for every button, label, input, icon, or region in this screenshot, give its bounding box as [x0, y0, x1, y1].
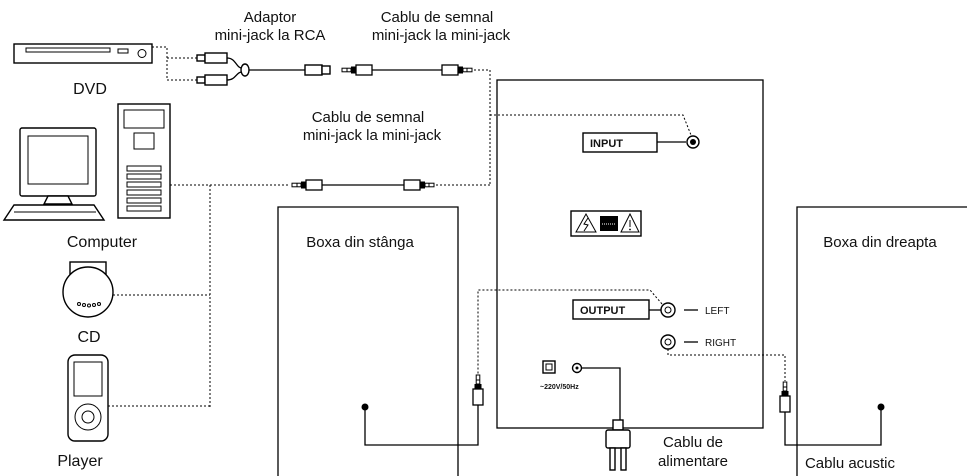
input-jack-icon: [686, 135, 700, 149]
left-speaker: [277, 206, 459, 476]
speaker-cable-label: Cablu acustic: [805, 455, 896, 472]
cd-player-icon: [62, 261, 114, 318]
media-player-icon: [67, 354, 109, 442]
adaptor-title: Adaptor: [244, 9, 297, 26]
cd-label: CD: [77, 329, 100, 346]
middle-cable-plug-right: [403, 179, 435, 191]
input-route-wire: [474, 69, 692, 185]
rca-plug-top: [196, 52, 228, 64]
top-signal-cable: [341, 64, 473, 76]
subwoofer-unit: INPUT OUTPUT LEFT: [496, 79, 764, 429]
voltage-label: ~220V/50Hz: [540, 384, 579, 391]
top-cable-title: Cablu de semnal: [381, 9, 494, 26]
dvd-wire: [152, 46, 197, 81]
dvd-player-icon: [13, 43, 153, 64]
middle-signal-cable: [291, 179, 435, 191]
middle-cable-title: Cablu de semnal: [312, 109, 425, 126]
computer-label: Computer: [67, 234, 138, 251]
left-speaker-label: Boxa din stânga: [306, 234, 414, 251]
power-socket-icon: [571, 362, 583, 374]
power-cable: [581, 367, 631, 471]
right-speaker-cable: [667, 349, 882, 446]
output-label: OUTPUT: [580, 305, 626, 317]
source-bus-wire: [108, 184, 290, 408]
middle-cable-subtitle: mini-jack la mini-jack: [303, 127, 442, 144]
middle-cable-plug-left: [291, 179, 323, 191]
right-speaker: [796, 206, 967, 476]
top-cable-plug-left: [341, 64, 373, 76]
output-right-jack-icon: [660, 334, 676, 350]
power-cable-label-line1: Cablu de: [663, 434, 723, 451]
pc-tower-icon: [117, 103, 171, 219]
input-label: INPUT: [590, 138, 623, 150]
output-left-label: LEFT: [705, 306, 729, 317]
adaptor-subtitle: mini-jack la RCA: [215, 27, 326, 44]
power-plug-icon: [605, 419, 631, 471]
monitor-icon: [19, 127, 97, 205]
computer-icon: [2, 103, 171, 221]
right-speaker-plug: [779, 381, 791, 413]
top-cable-subtitle: mini-jack la mini-jack: [372, 27, 511, 44]
left-speaker-terminal: [361, 403, 369, 411]
left-speaker-plug: [472, 374, 484, 406]
adaptor-jack-socket: [304, 64, 331, 76]
top-cable-plug-right: [441, 64, 473, 76]
rca-adaptor: [196, 52, 331, 86]
dvd-label: DVD: [73, 81, 107, 98]
warning-label-icon: [570, 210, 642, 237]
power-cable-label-line2: alimentare: [658, 453, 728, 470]
output-right-label: RIGHT: [705, 338, 736, 349]
keyboard-icon: [2, 204, 106, 221]
left-speaker-cable: [364, 289, 663, 446]
power-switch-icon: [542, 360, 556, 374]
right-speaker-terminal: [877, 403, 885, 411]
right-speaker-label: Boxa din dreapta: [823, 234, 937, 251]
output-left-jack-icon: [660, 302, 676, 318]
player-label: Player: [57, 453, 103, 470]
rca-plug-bottom: [196, 74, 228, 86]
